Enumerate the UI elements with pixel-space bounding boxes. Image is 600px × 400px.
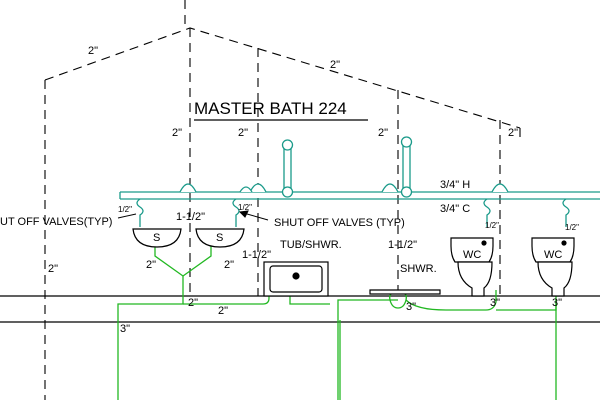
drain-size-label: 3" — [552, 297, 562, 309]
lav-drain-size-label: 1-1/2" — [176, 211, 205, 223]
drain-size-label: 2" — [224, 259, 234, 271]
riser-cold — [402, 145, 411, 193]
drain-size-label: 2" — [188, 297, 198, 309]
water-hot-label: 3/4" H — [440, 179, 470, 191]
wc-symbol: WC — [544, 249, 562, 261]
vent-size-label: 2" — [238, 127, 248, 139]
drain-size-label: 3" — [490, 297, 500, 309]
valve-leaders — [117, 210, 269, 221]
tub-shower-label: TUB/SHWR. — [280, 239, 342, 251]
vent-size-label: 2" — [88, 45, 98, 57]
riser-hot — [283, 147, 292, 193]
drain-shwr — [389, 291, 407, 309]
vent-size-label: 2" — [48, 263, 58, 275]
fixture-wc-right — [531, 237, 575, 297]
vent-size-label: 2" — [508, 127, 518, 139]
shut-off-valves-right-label: SHUT OFF VALVES (TYP) — [274, 217, 405, 229]
vent-size-label: 2" — [378, 127, 388, 139]
fixture-tub — [263, 261, 329, 297]
shwr-drain-size-label: 1-1/2" — [388, 239, 417, 251]
drain-waste — [117, 244, 557, 400]
floor-lines — [0, 295, 600, 323]
water-cold-label: 3/4" C — [440, 203, 470, 215]
tub-drain-size-label: 1-1/2" — [242, 249, 271, 261]
fixture-wc-left — [450, 237, 494, 297]
drain-size-label: 3" — [120, 323, 130, 335]
supply-size-label: 1/2" — [485, 221, 499, 230]
supply-size-label: 1/2" — [565, 223, 579, 232]
fixture-shower-pan — [369, 289, 441, 295]
supply-size-label: 1/2" — [118, 205, 132, 214]
drain-size-label: 2" — [218, 305, 228, 317]
fixture-sink-left — [132, 228, 182, 248]
supply-size-label: 1/2" — [238, 203, 252, 212]
drain-size-label: 3" — [406, 301, 416, 313]
wc-symbol: WC — [463, 249, 481, 261]
sink-symbol: S — [153, 232, 160, 244]
sink-symbol: S — [216, 232, 223, 244]
vent-piping — [44, 0, 521, 400]
vent-size-label: 2" — [330, 59, 340, 71]
page-title: MASTER BATH 224 — [194, 99, 347, 118]
drain-size-label: 2" — [146, 259, 156, 271]
water-supply — [119, 136, 600, 227]
drain-sinks — [154, 244, 212, 277]
vent-size-label: 2" — [172, 127, 182, 139]
shower-label: SHWR. — [400, 263, 437, 275]
shut-off-valves-left-label: UT OFF VALVES(TYP) — [0, 216, 112, 228]
fixture-sink-right — [195, 228, 245, 248]
